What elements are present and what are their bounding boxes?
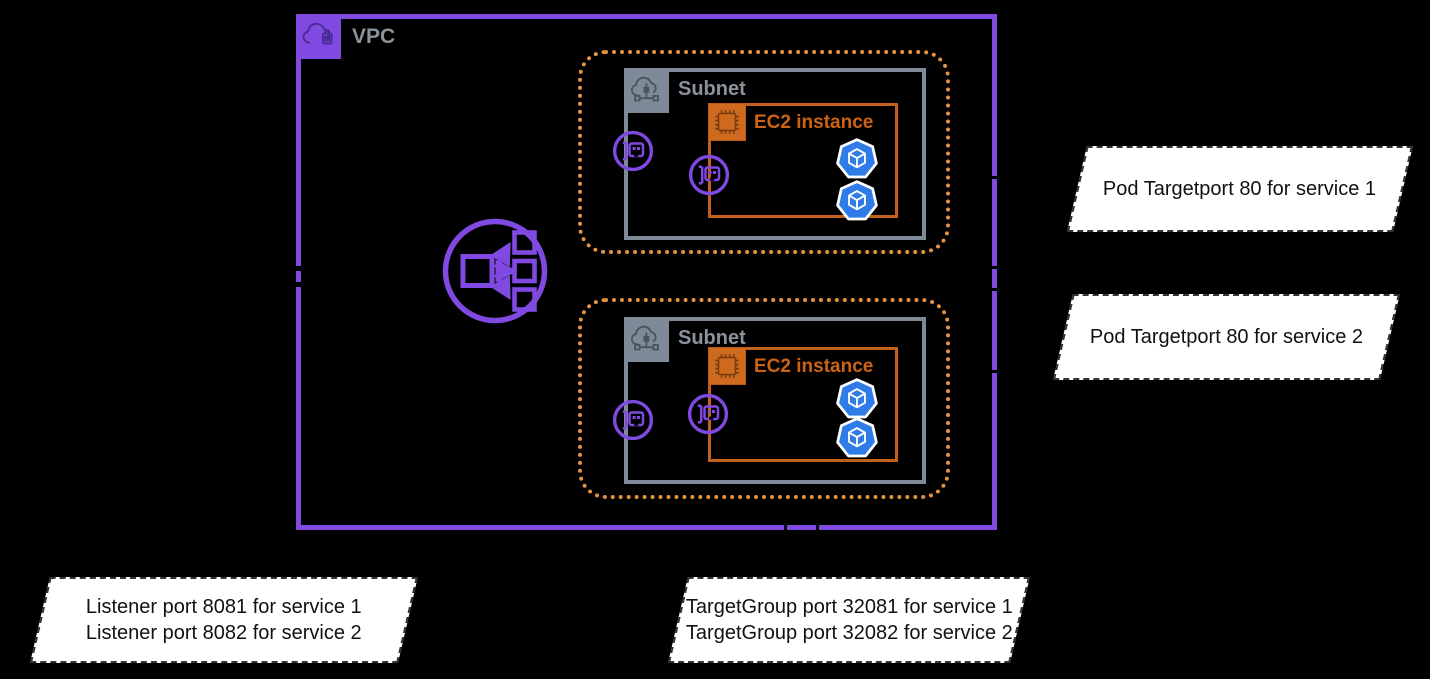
subnet-label: Subnet xyxy=(678,327,746,349)
vpc-label: VPC xyxy=(352,25,396,48)
annotation-line: TargetGroup port 32082 for service 2 xyxy=(685,622,1013,644)
ec2-instance-label: EC2 instance xyxy=(754,112,874,133)
annotation-text: TargetGroup port 32081 for service 1 Tar… xyxy=(685,594,1012,646)
annotation-pod-targetport-service-2: Pod Targetport 80 for service 2 xyxy=(1053,294,1400,380)
vpc-cloud-lock-icon xyxy=(296,14,341,59)
network-port-icon xyxy=(687,393,729,435)
ec2-chip-icon xyxy=(708,347,746,385)
subnet-icon xyxy=(624,68,669,113)
network-port-icon xyxy=(612,130,654,172)
annotation-line: Listener port 8082 for service 2 xyxy=(86,622,362,644)
target-group-boundary-1 xyxy=(578,50,950,254)
connector-tick xyxy=(991,288,999,291)
connector-tick xyxy=(294,266,303,271)
annotation-line: TargetGroup port 32081 for service 1 xyxy=(685,596,1013,618)
network-port-icon xyxy=(612,399,654,441)
kubernetes-pod-icon xyxy=(836,378,878,419)
ec2-instance-box-1 xyxy=(708,103,898,218)
subnet-box-2 xyxy=(624,317,926,484)
connector-tick xyxy=(784,524,787,531)
connector-tick xyxy=(816,524,819,531)
connector-tick xyxy=(294,282,303,287)
annotation-listener-ports: Listener port 8081 for service 1 Listene… xyxy=(30,577,418,663)
annotation-line: Listener port 8081 for service 1 xyxy=(86,596,362,618)
network-port-icon xyxy=(688,154,730,196)
annotation-pod-targetport-service-1: Pod Targetport 80 for service 1 xyxy=(1067,146,1413,232)
ec2-chip-icon xyxy=(708,103,746,141)
vpc-container xyxy=(296,14,997,530)
annotation-targetgroup-ports: TargetGroup port 32081 for service 1 Tar… xyxy=(668,577,1030,663)
annotation-text: Pod Targetport 80 for service 2 xyxy=(1089,326,1363,348)
annotation-text: Pod Targetport 80 for service 1 xyxy=(1103,178,1377,200)
connector-tick xyxy=(991,370,999,373)
kubernetes-pod-icon xyxy=(836,138,878,179)
kubernetes-pod-icon xyxy=(836,417,878,458)
annotation-text: Listener port 8081 for service 1 Listene… xyxy=(86,594,362,646)
ec2-instance-label: EC2 instance xyxy=(754,356,874,377)
connector-tick xyxy=(991,176,999,179)
subnet-icon xyxy=(624,317,669,362)
load-balancer-icon xyxy=(442,218,548,324)
kubernetes-pod-icon xyxy=(836,180,878,221)
target-group-boundary-2 xyxy=(578,298,950,499)
subnet-label: Subnet xyxy=(678,78,746,100)
ec2-instance-box-2 xyxy=(708,347,898,462)
connector-tick xyxy=(991,266,999,269)
